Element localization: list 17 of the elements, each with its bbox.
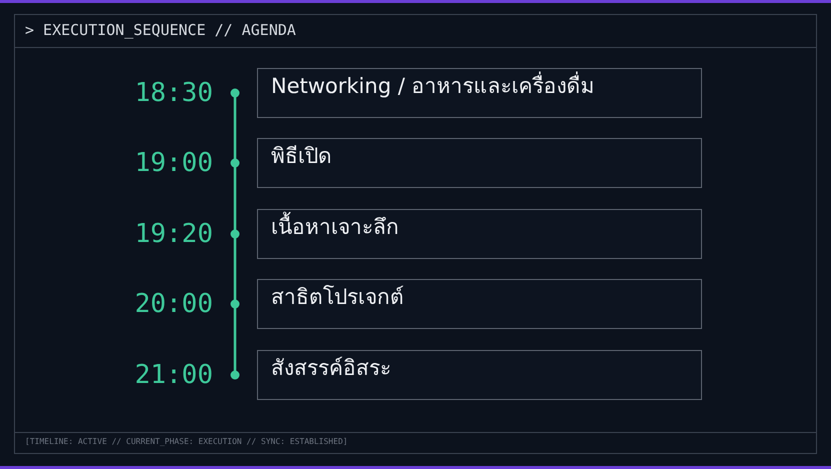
time-label: 21:00 <box>134 359 213 392</box>
agenda-item-text: Networking / อาหารและเครื่องดื่ม <box>271 69 595 102</box>
time-label: 19:00 <box>134 147 213 180</box>
status-footer: [TIMELINE: ACTIVE // CURRENT_PHASE: EXECUTION // SYNC: ESTABLISHED] <box>25 437 348 446</box>
agenda-item-box <box>257 279 702 329</box>
time-label: 19:20 <box>134 218 213 251</box>
agenda-item-text: สาธิตโปรเจกต์ <box>271 284 404 311</box>
header-title: > EXECUTION_SEQUENCE // AGENDA <box>25 21 296 39</box>
agenda-item-text: เนื้อหาเจาะลึก <box>271 210 399 243</box>
agenda-item-box <box>257 138 702 188</box>
time-label: 18:30 <box>134 77 213 110</box>
agenda-item-box <box>257 209 702 259</box>
agenda-item-box <box>257 350 702 400</box>
agenda-item-text: พิธีเปิด <box>271 143 332 170</box>
agenda-item-box <box>257 68 702 118</box>
time-label: 20:00 <box>134 288 213 321</box>
agenda-item-text: สังสรรค์อิสระ <box>271 355 391 382</box>
